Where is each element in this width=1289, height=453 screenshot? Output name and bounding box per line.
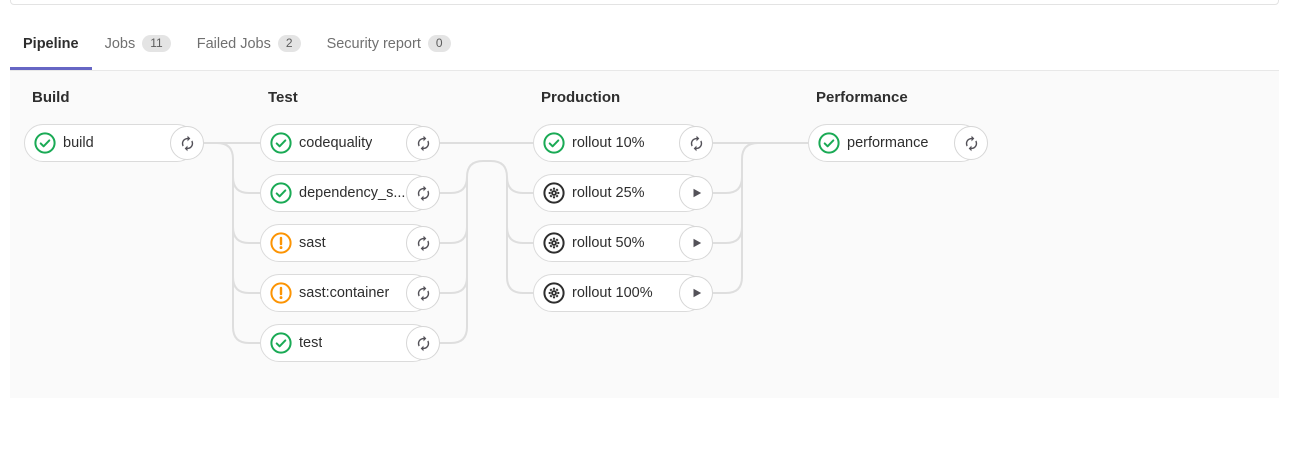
retry-icon: [415, 335, 432, 352]
retry-job-button[interactable]: [406, 326, 440, 360]
job-pill-rollout-50[interactable]: rollout 50%: [533, 224, 713, 262]
connector-lines: [204, 142, 808, 344]
status-warning-icon: [270, 282, 292, 304]
retry-icon: [415, 135, 432, 152]
retry-icon: [415, 235, 432, 252]
job-label: codequality: [299, 135, 373, 151]
play-icon: [688, 235, 704, 251]
status-success-icon: [270, 182, 292, 204]
play-job-button[interactable]: [679, 276, 713, 310]
retry-job-button[interactable]: [954, 126, 988, 160]
job-pill-rollout-10[interactable]: rollout 10%: [533, 124, 713, 162]
status-success-icon: [270, 332, 292, 354]
retry-job-button[interactable]: [679, 126, 713, 160]
header-box-edge: [10, 0, 1279, 5]
status-success-icon: [818, 132, 840, 154]
job-pill-dependency-s[interactable]: dependency_s...: [260, 174, 440, 212]
job-pill-rollout-25[interactable]: rollout 25%: [533, 174, 713, 212]
stage-header-production: Production: [541, 89, 621, 106]
job-pill-rollout-100[interactable]: rollout 100%: [533, 274, 713, 312]
job-pill-performance[interactable]: performance: [808, 124, 988, 162]
job-label: rollout 100%: [572, 285, 653, 301]
job-pill-codequality[interactable]: codequality: [260, 124, 440, 162]
retry-icon: [415, 285, 432, 302]
status-manual-icon: [543, 282, 565, 304]
retry-job-button[interactable]: [170, 126, 204, 160]
job-label: build: [63, 135, 94, 151]
job-label: rollout 25%: [572, 185, 645, 201]
tab-pipeline[interactable]: Pipeline: [10, 20, 92, 70]
play-job-button[interactable]: [679, 226, 713, 260]
retry-job-button[interactable]: [406, 176, 440, 210]
failed-jobs-count-badge: 2: [277, 35, 301, 52]
retry-icon: [179, 135, 196, 152]
retry-icon: [688, 135, 705, 152]
tab-security-report[interactable]: Security report 0: [314, 20, 464, 70]
security-report-count-badge: 0: [427, 35, 451, 52]
status-warning-icon: [270, 232, 292, 254]
job-label: performance: [847, 135, 929, 151]
stage-header-test: Test: [268, 89, 298, 106]
play-icon: [688, 185, 704, 201]
job-label: test: [299, 335, 323, 351]
job-label: rollout 10%: [572, 135, 645, 151]
retry-icon: [963, 135, 980, 152]
tab-label: Security report: [326, 35, 421, 52]
tab-label: Jobs: [104, 35, 136, 52]
tab-label: Pipeline: [23, 35, 79, 52]
job-label: dependency_s...: [299, 185, 406, 201]
job-pill-sast-container[interactable]: sast:container: [260, 274, 440, 312]
job-pill-test[interactable]: test: [260, 324, 440, 362]
retry-job-button[interactable]: [406, 276, 440, 310]
retry-job-button[interactable]: [406, 226, 440, 260]
tab-label: Failed Jobs: [196, 35, 271, 52]
tab-failed-jobs[interactable]: Failed Jobs 2: [184, 20, 314, 70]
job-label: rollout 50%: [572, 235, 645, 251]
stage-header-performance: Performance: [816, 89, 908, 106]
job-pill-sast[interactable]: sast: [260, 224, 440, 262]
play-job-button[interactable]: [679, 176, 713, 210]
tab-jobs[interactable]: Jobs 11: [92, 20, 184, 70]
pipeline-graph: Build build Test codequality dependency_…: [10, 70, 1279, 398]
job-label: sast:container: [299, 285, 390, 301]
play-icon: [688, 285, 704, 301]
status-manual-icon: [543, 232, 565, 254]
jobs-count-badge: 11: [142, 35, 171, 52]
pipeline-tabs: Pipeline Jobs 11 Failed Jobs 2 Security repor…: [10, 20, 464, 70]
stage-header-build: Build: [32, 89, 70, 106]
status-success-icon: [543, 132, 565, 154]
status-manual-icon: [543, 182, 565, 204]
job-pill-build[interactable]: build: [24, 124, 204, 162]
retry-icon: [415, 185, 432, 202]
status-success-icon: [34, 132, 56, 154]
job-label: sast: [299, 235, 326, 251]
retry-job-button[interactable]: [406, 126, 440, 160]
status-success-icon: [270, 132, 292, 154]
